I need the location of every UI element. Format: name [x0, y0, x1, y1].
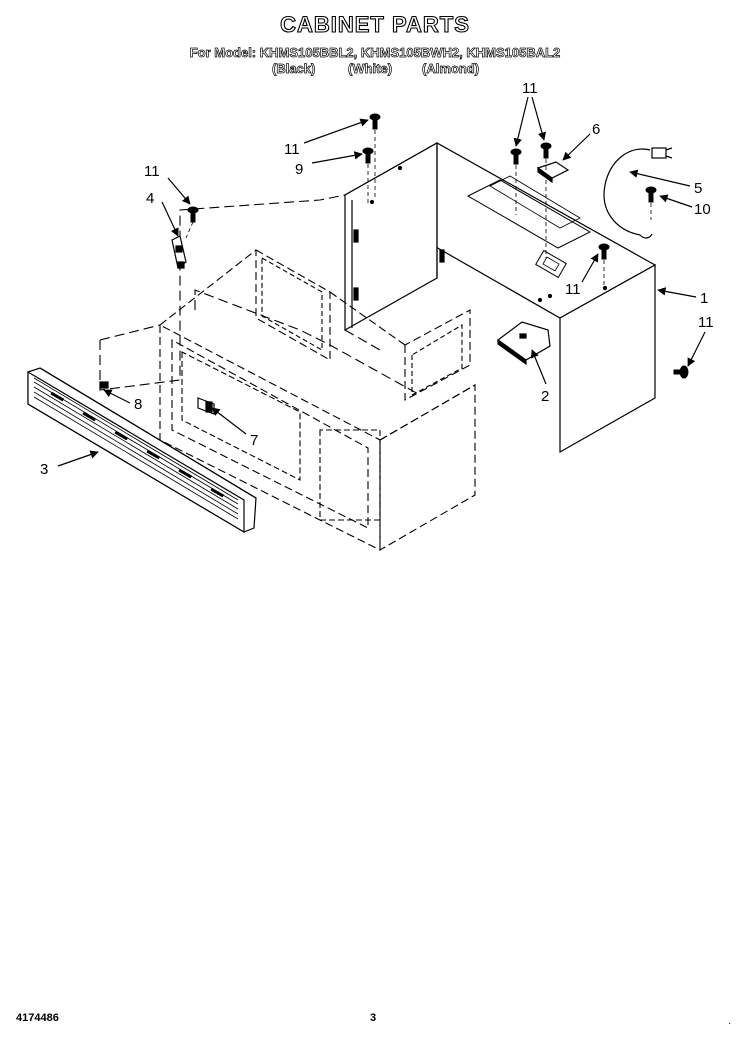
page-title: CABINET PARTS: [280, 11, 470, 37]
inner-frame-phantom: [99, 194, 476, 551]
screw-11-right: [673, 365, 689, 379]
callout-4: 4: [146, 190, 154, 207]
page-number: 3: [370, 1012, 377, 1024]
callout-11-top-right: 11: [522, 80, 538, 97]
alignment-lines: [185, 130, 652, 290]
screw-11-top-b: [540, 142, 552, 159]
callout-9: 9: [295, 161, 303, 178]
callout-3: 3: [40, 461, 48, 478]
finish-almond: (Almond): [422, 61, 480, 77]
finish-white: (White): [348, 61, 393, 77]
side-bracket: [171, 235, 187, 270]
callout-11-top-left: 11: [144, 163, 160, 180]
document-number: 4174486: [16, 1012, 59, 1024]
callout-11-right: 11: [698, 314, 714, 331]
callout-11-middle: 11: [565, 281, 581, 298]
screw-11-left: [187, 206, 199, 223]
screw-10: [645, 186, 657, 203]
callout-10: 10: [694, 201, 711, 218]
callout-8: 8: [134, 396, 142, 413]
screw-9: [362, 147, 374, 164]
front-grille: [27, 367, 257, 534]
power-cord: [603, 147, 673, 239]
screw-11-top-a: [510, 148, 522, 165]
callout-7: 7: [250, 432, 258, 449]
callout-2: 2: [541, 388, 549, 405]
finish-black: (Black): [272, 61, 316, 77]
mounting-bracket: [496, 321, 551, 366]
callout-1: 1: [700, 290, 708, 307]
cabinet-wrapper: [343, 141, 657, 454]
leader-arrows: [57, 96, 706, 467]
corner-mark: ·: [728, 1018, 732, 1029]
screw-11-upper: [369, 113, 381, 130]
callout-5: 5: [694, 180, 702, 197]
top-bracket: [536, 161, 570, 184]
callout-11-upper: 11: [284, 141, 300, 158]
callout-6: 6: [592, 121, 600, 138]
latch-part: [197, 397, 215, 415]
screws: [187, 113, 689, 379]
screw-11-middle: [598, 243, 610, 260]
model-line: For Model: KHMS105BBL2, KHMS105BWH2, KHM…: [189, 45, 561, 61]
